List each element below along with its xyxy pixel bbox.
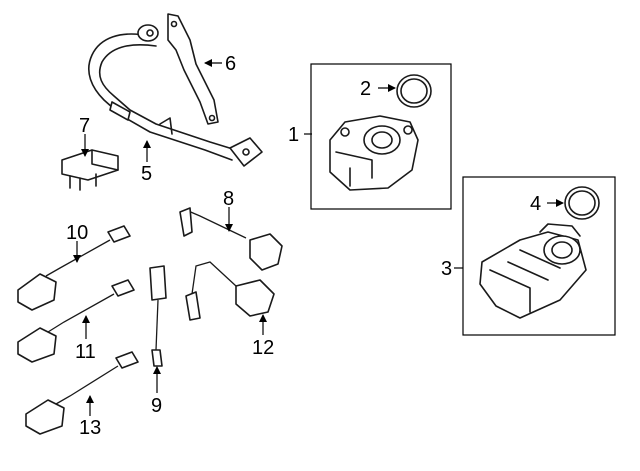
egr-valve: [329, 115, 419, 191]
leader-lines: [73, 59, 564, 416]
callout-3: 3: [441, 258, 452, 280]
callout-9: 9: [151, 395, 162, 417]
o2-sensor-10: [17, 225, 131, 311]
callout-labels: 1 2 3 4 5 6 7 8 9 10 11 12 13: [66, 53, 541, 439]
callout-13: 13: [79, 417, 101, 439]
callout-12: 12: [252, 337, 274, 359]
o2-sensor-11: [17, 279, 135, 363]
bracket: [167, 13, 219, 125]
egr-cooler: [479, 223, 587, 319]
callout-10: 10: [66, 222, 88, 244]
egr-valve-box: [310, 63, 452, 210]
pressure-sensor: [61, 149, 119, 191]
callout-5: 5: [141, 163, 152, 185]
temp-sensor-8: [179, 207, 283, 271]
callout-1: 1: [288, 124, 299, 146]
pipe-flange-top: [137, 24, 159, 42]
temp-sensor-12: [185, 261, 275, 321]
callout-6: 6: [225, 53, 236, 75]
callout-7: 7: [79, 115, 90, 137]
callout-8: 8: [223, 188, 234, 210]
temp-sensor-9: [149, 265, 167, 367]
o2-sensor-13: [25, 351, 139, 435]
callout-4: 4: [530, 193, 541, 215]
callout-11: 11: [75, 341, 96, 363]
egr-pipe: [88, 24, 263, 167]
o-ring-2: [396, 74, 432, 108]
callout-2: 2: [360, 78, 371, 100]
egr-cooler-box: [462, 176, 616, 336]
pipe-flange-bottom: [229, 137, 263, 167]
o-ring-4: [564, 186, 600, 220]
